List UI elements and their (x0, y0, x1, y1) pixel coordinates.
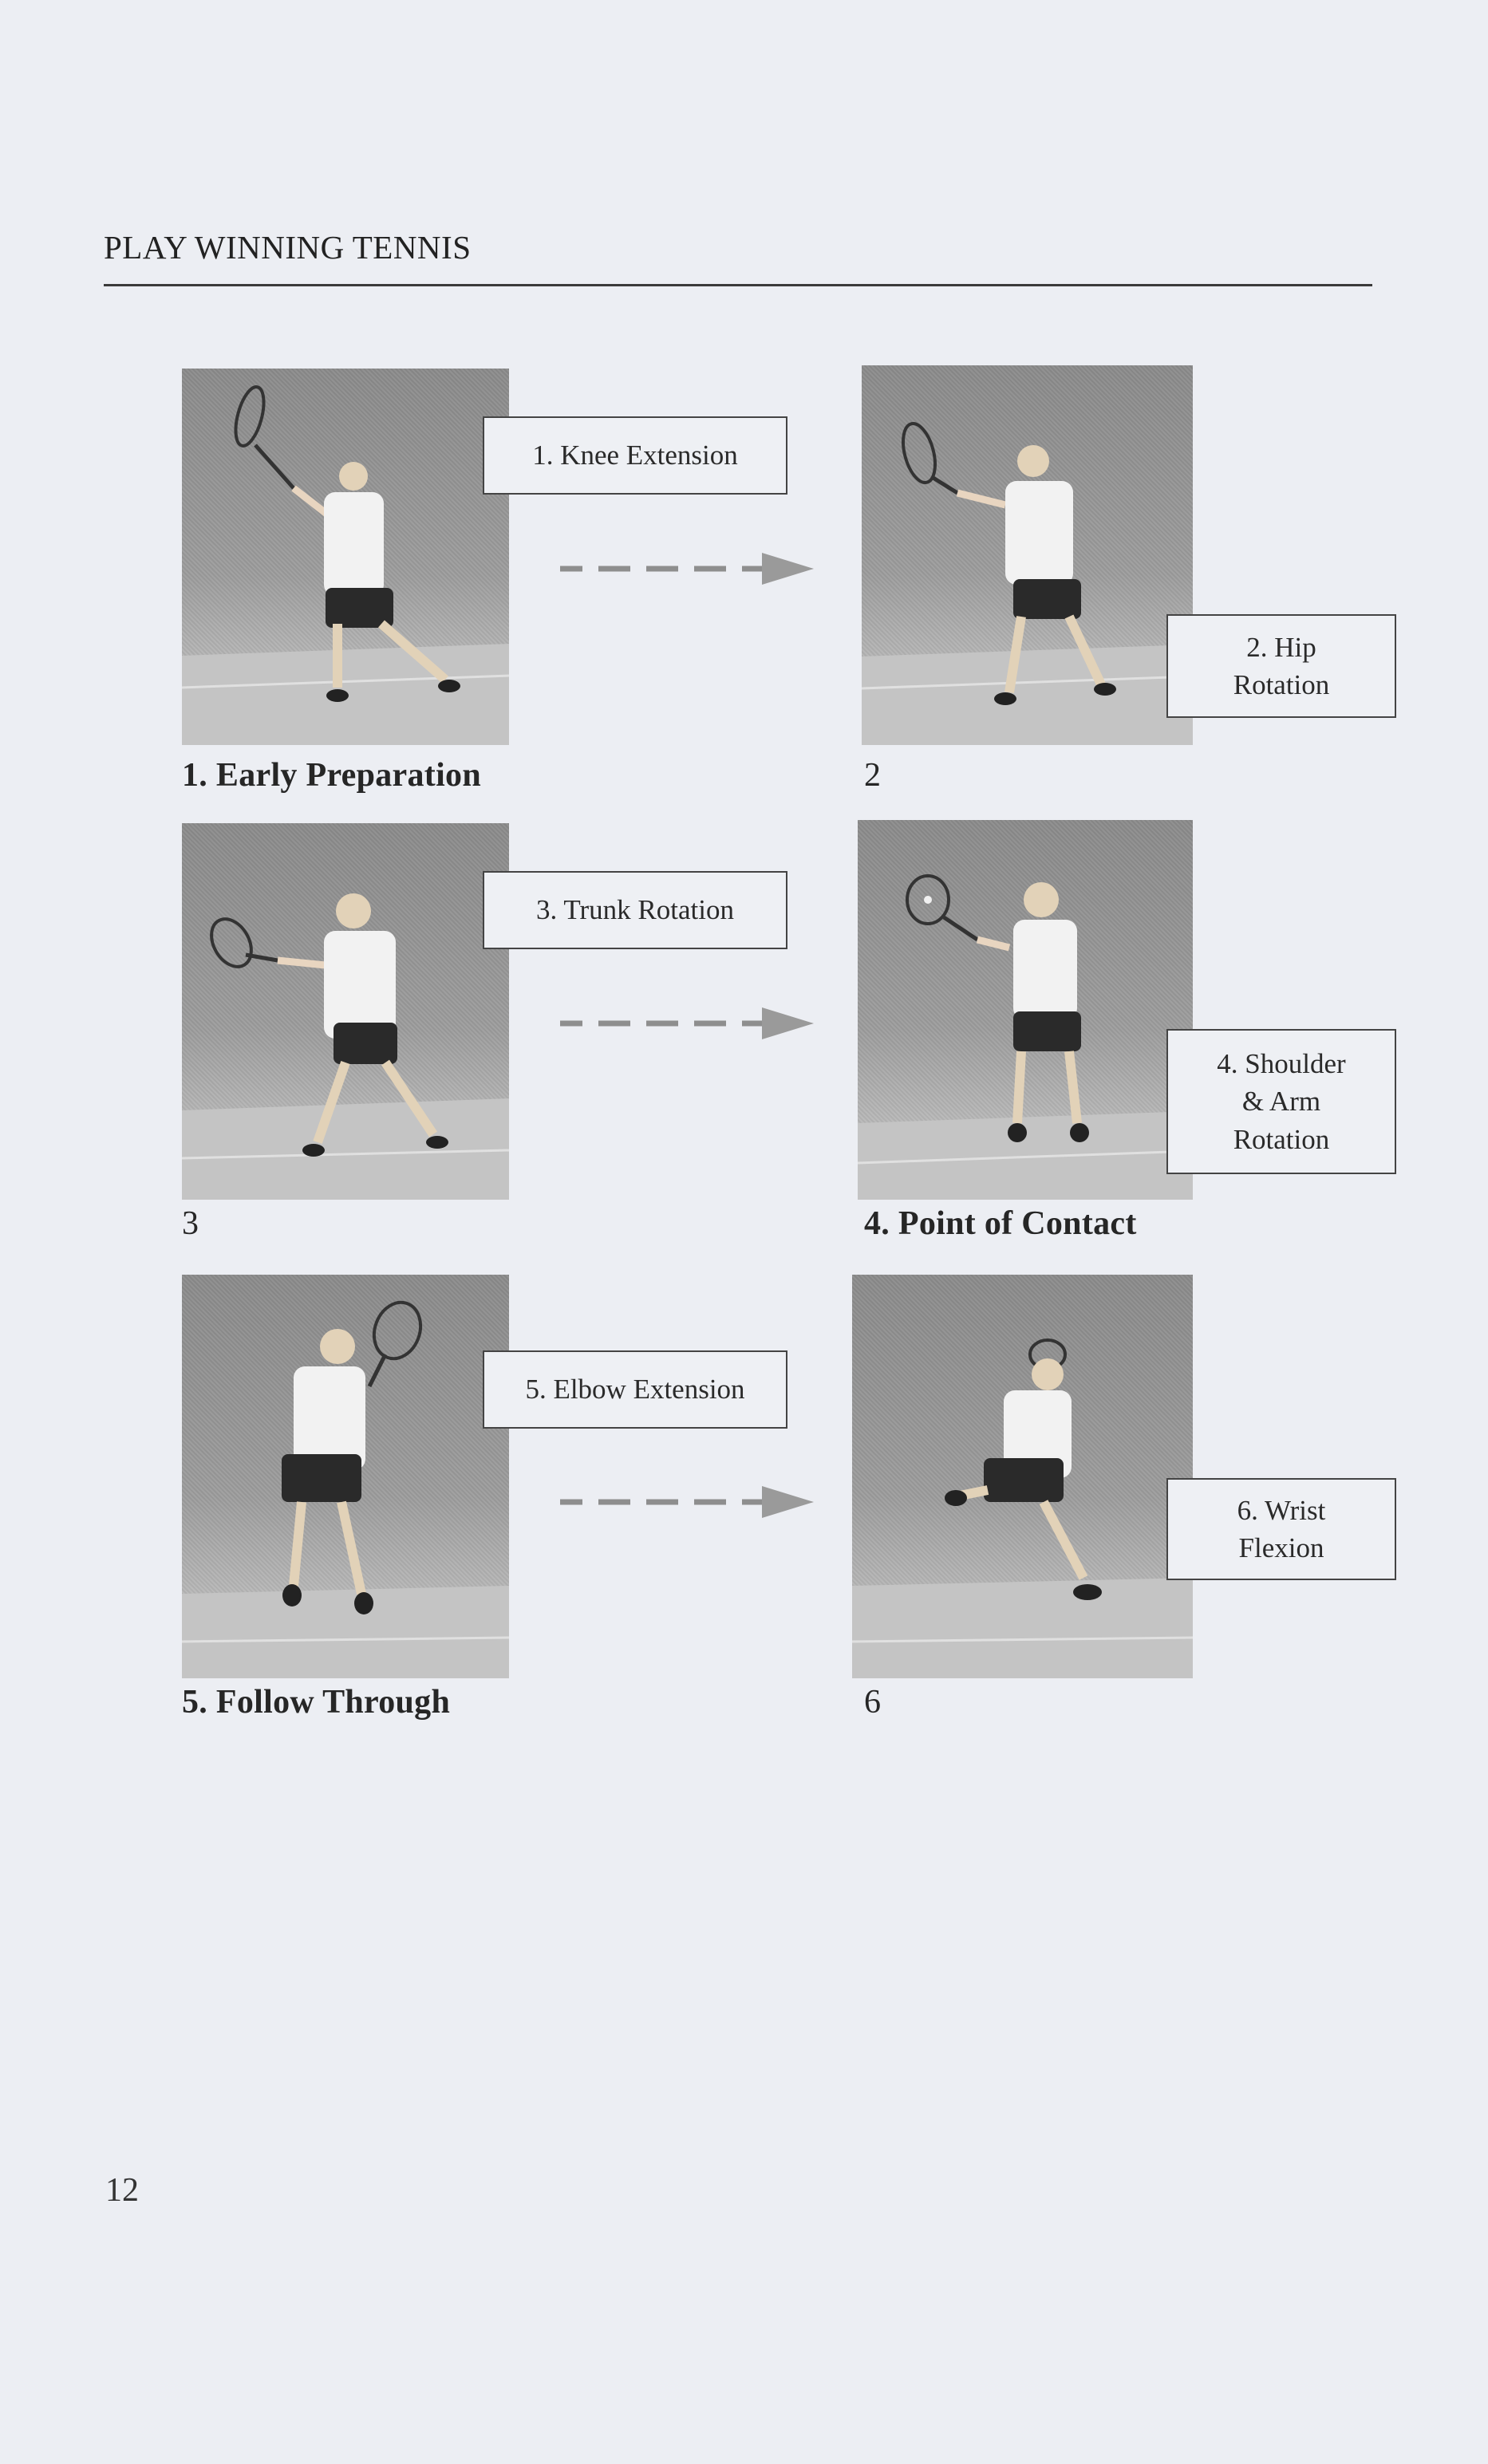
photo-follow-through (182, 1275, 509, 1678)
photo-wrist-flexion (852, 1275, 1193, 1678)
caption-6: 6 (864, 1684, 882, 1721)
label-line: 5. Elbow Extension (525, 1374, 745, 1405)
caption-point-of-contact: 4. Point of Contact (864, 1205, 1137, 1242)
label-line: 4. Shoulder (1217, 1048, 1346, 1080)
photo-early-preparation (182, 369, 509, 745)
page-number: 12 (105, 2172, 139, 2209)
label-knee-extension: 1. Knee Extension (483, 416, 787, 495)
label-line: 2. Hip (1246, 631, 1316, 663)
running-header: PLAY WINNING TENNIS (104, 229, 472, 266)
label-wrist-flexion: 6. Wrist Flexion (1166, 1478, 1396, 1580)
sequence-arrow-1 (560, 553, 814, 585)
label-line: Flexion (1238, 1532, 1324, 1563)
label-line: Rotation (1233, 669, 1330, 700)
caption-2: 2 (864, 757, 882, 794)
label-lines: 6. Wrist Flexion (1237, 1492, 1326, 1567)
label-elbow-extension: 5. Elbow Extension (483, 1350, 787, 1429)
label-line: & Arm (1241, 1086, 1321, 1118)
label-line: Rotation (1233, 1123, 1330, 1155)
label-lines: 4. Shoulder & Arm Rotation (1217, 1045, 1345, 1158)
label-lines: 2. Hip Rotation (1233, 629, 1330, 704)
header-rule (104, 284, 1372, 286)
caption-3: 3 (182, 1205, 199, 1242)
label-line: 3. Trunk Rotation (536, 894, 734, 926)
photo-trunk-rotation (182, 823, 509, 1200)
photo-hip-rotation (862, 365, 1193, 745)
label-hip-rotation: 2. Hip Rotation (1166, 614, 1396, 718)
photo-point-of-contact (858, 820, 1193, 1200)
caption-early-preparation: 1. Early Preparation (182, 757, 482, 794)
label-line: 1. Knee Extension (532, 440, 738, 471)
label-line: 6. Wrist (1237, 1494, 1326, 1526)
caption-follow-through: 5. Follow Through (182, 1684, 451, 1721)
label-trunk-rotation: 3. Trunk Rotation (483, 871, 787, 949)
sequence-arrow-3 (560, 1486, 814, 1518)
label-shoulder-arm-rotation: 4. Shoulder & Arm Rotation (1166, 1029, 1396, 1174)
sequence-arrow-2 (560, 1007, 814, 1039)
